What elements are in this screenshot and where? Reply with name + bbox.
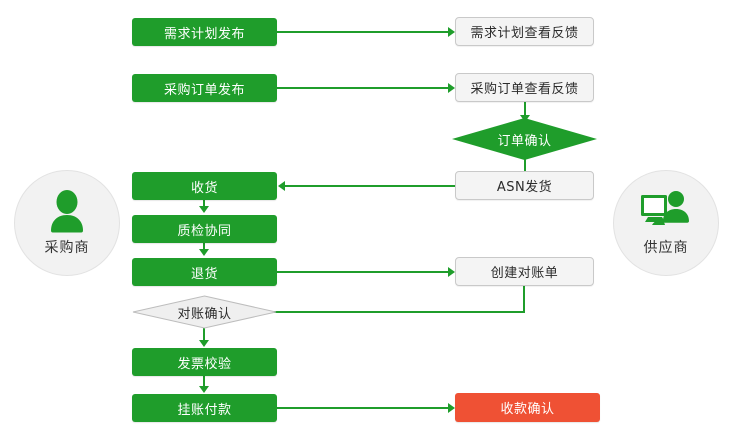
edge-purchase-order-arrow: [448, 83, 455, 93]
edge-return-to-statement: [277, 271, 449, 273]
edge-demand-plan-arrow: [448, 27, 455, 37]
edge-feedback-to-order-confirm: [524, 102, 526, 118]
node-label: 收款确认: [500, 402, 555, 417]
diamond-shape: [452, 118, 597, 160]
actor-label: 采购商: [44, 240, 90, 256]
node-receipt-confirm[interactable]: 收款确认: [455, 393, 600, 422]
edge-order-confirm-to-asn: [524, 159, 526, 174]
edge-confirm-to-invoice: [203, 328, 205, 342]
edge-asn-to-receipt: [285, 185, 455, 187]
edge-confirm-to-invoice-arrow: [199, 340, 209, 347]
node-demand-plan-publish[interactable]: 需求计划发布: [132, 18, 277, 46]
node-order-confirm[interactable]: 订单确认: [452, 118, 597, 160]
edge-return-to-statement-arrow: [448, 267, 455, 277]
actor-label: 供应商: [643, 240, 689, 256]
node-purchase-order-feedback[interactable]: 采购订单查看反馈: [455, 73, 594, 102]
node-label: 挂账付款: [177, 402, 232, 418]
node-label: 对账确认: [177, 306, 232, 322]
node-label: 采购订单发布: [163, 82, 245, 98]
node-label: 收货: [190, 180, 218, 196]
node-pending-payment[interactable]: 挂账付款: [132, 394, 277, 422]
node-statement-confirm[interactable]: 对账确认: [132, 295, 277, 329]
diamond-shape: [132, 295, 277, 329]
node-label: 质检协同: [177, 223, 232, 239]
node-label: 创建对账单: [490, 266, 559, 281]
edge-statement-down: [523, 286, 525, 313]
node-purchase-order-publish[interactable]: 采购订单发布: [132, 74, 277, 102]
edge-asn-to-receipt-arrow: [278, 181, 285, 191]
actor-supplier[interactable]: 供应商: [613, 170, 719, 276]
node-label: 订单确认: [497, 133, 552, 149]
node-label: 采购订单查看反馈: [470, 82, 579, 97]
supplier-person-computer-icon: [641, 191, 689, 225]
node-goods-receipt[interactable]: 收货: [132, 172, 277, 200]
edge-demand-plan: [277, 31, 449, 33]
node-invoice-verification[interactable]: 发票校验: [132, 348, 277, 376]
node-create-statement[interactable]: 创建对账单: [455, 257, 594, 286]
edge-quality-to-return: [203, 243, 205, 251]
buyer-person-icon: [51, 190, 83, 233]
edge-statement-left: [210, 311, 525, 313]
edge-payment-to-receipt-confirm-arrow: [448, 403, 455, 413]
node-label: ASN发货: [496, 180, 553, 195]
node-label: 需求计划查看反馈: [470, 26, 579, 41]
node-label: 发票校验: [177, 356, 232, 372]
actor-buyer[interactable]: 采购商: [14, 170, 120, 276]
edge-invoice-to-payment: [203, 376, 205, 388]
edge-receipt-to-quality: [203, 200, 205, 208]
edge-receipt-to-quality-arrow: [199, 206, 209, 213]
edge-payment-to-receipt-confirm: [277, 407, 449, 409]
node-label: 退货: [190, 266, 218, 282]
node-quality-collaboration[interactable]: 质检协同: [132, 215, 277, 243]
node-label: 需求计划发布: [163, 26, 245, 42]
edge-quality-to-return-arrow: [199, 249, 209, 256]
edge-purchase-order: [277, 87, 449, 89]
node-demand-plan-feedback[interactable]: 需求计划查看反馈: [455, 17, 594, 46]
node-return-goods[interactable]: 退货: [132, 258, 277, 286]
node-asn-shipment[interactable]: ASN发货: [455, 171, 594, 200]
edge-invoice-to-payment-arrow: [199, 386, 209, 393]
